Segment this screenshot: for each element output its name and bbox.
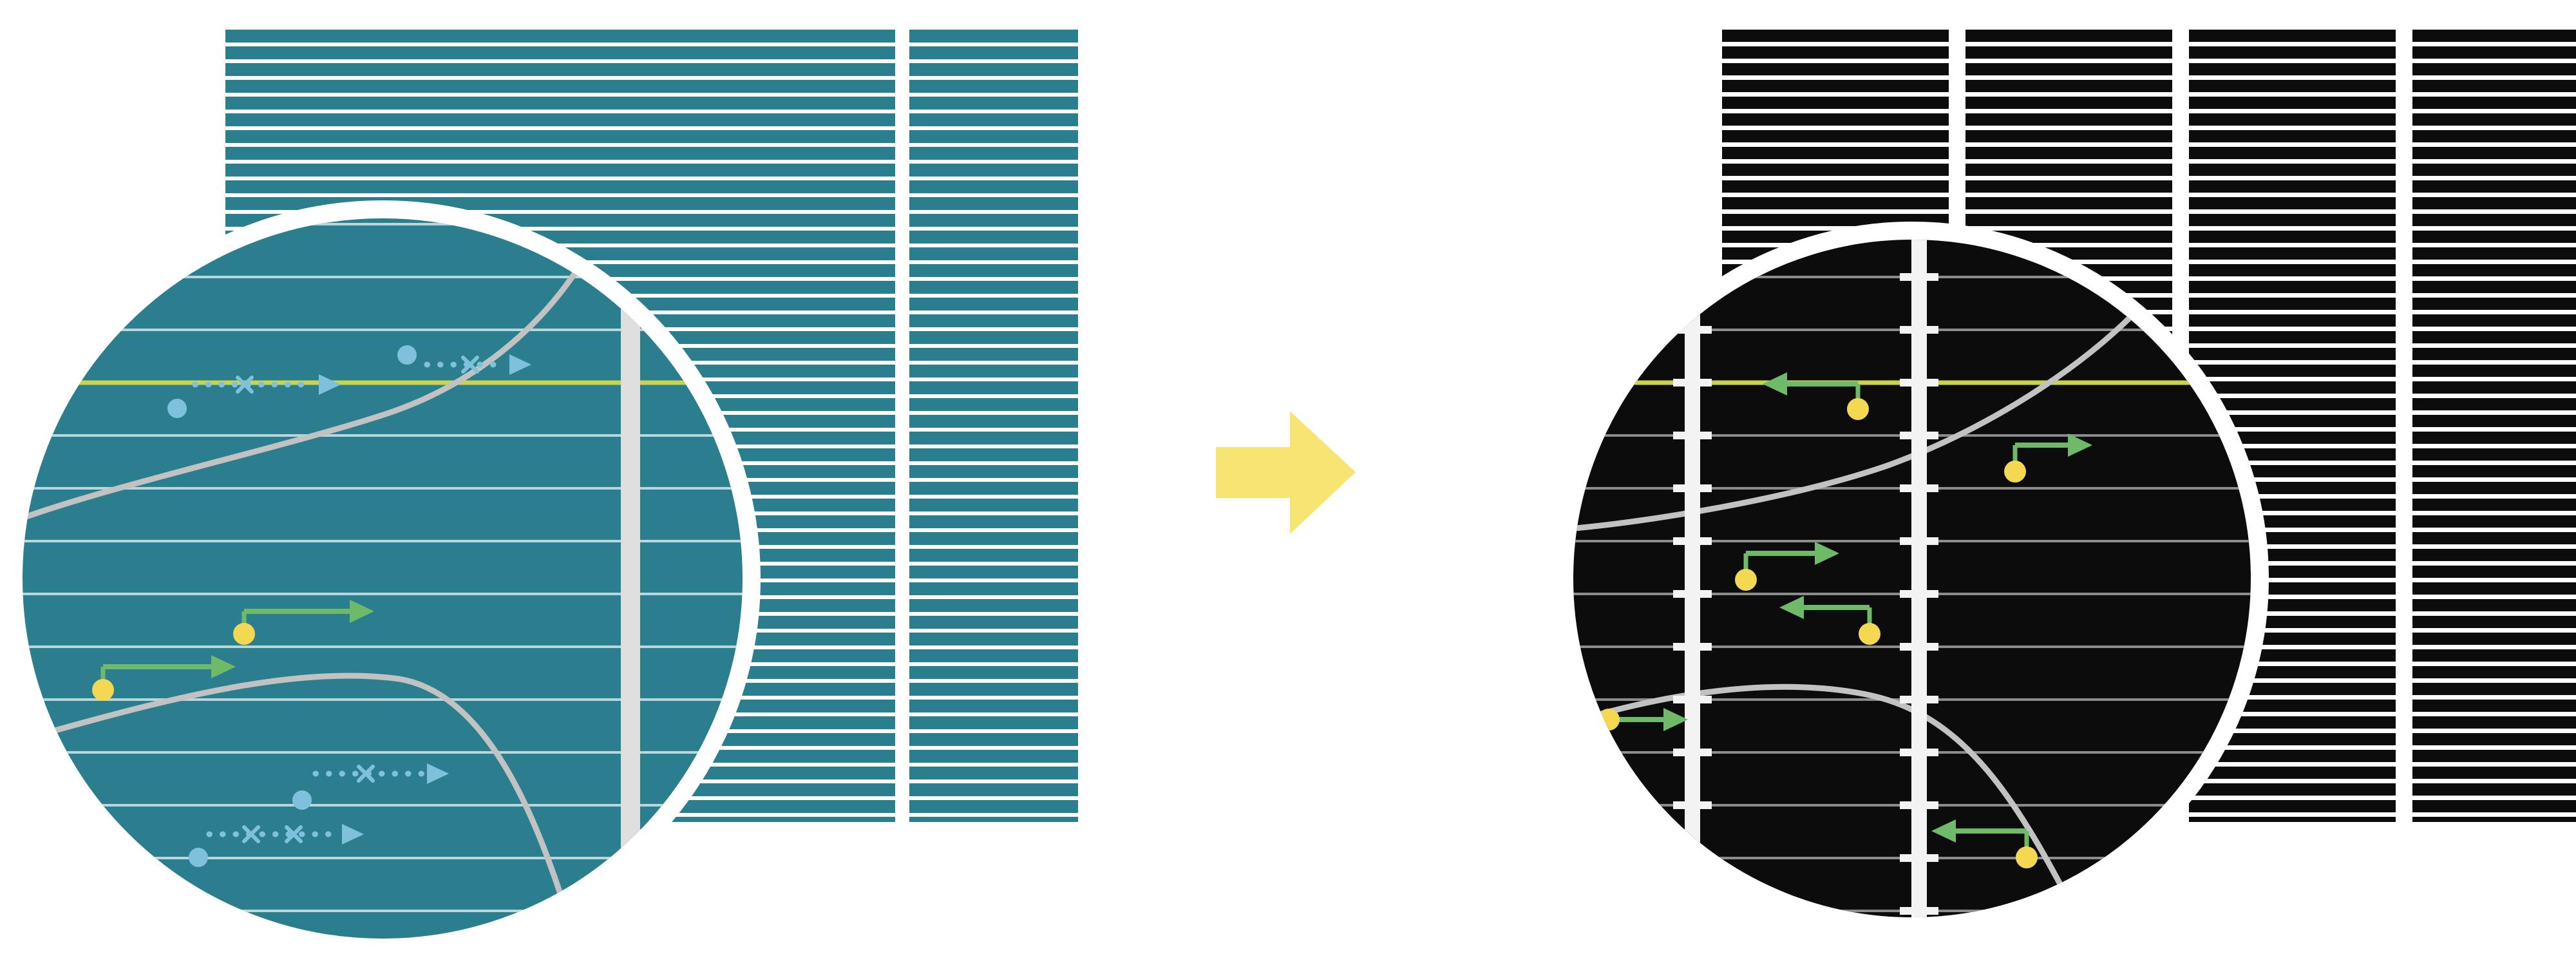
collected-carrier-marker — [1779, 596, 1880, 645]
grain-boundary-curve — [1573, 304, 2143, 531]
left-inset-drawing — [23, 218, 743, 939]
grain-boundary-curve — [23, 673, 578, 939]
collected-carrier-marker — [233, 600, 374, 645]
cell-segment — [2412, 30, 2576, 822]
left-magnifier-inset — [5, 200, 761, 957]
cell-segment — [909, 30, 1078, 822]
busbar — [1900, 240, 1938, 917]
collected-carrier-marker — [1598, 708, 1688, 731]
right-inset-drawing — [1573, 240, 2251, 917]
scattered-carrier-marker — [292, 763, 449, 810]
transform-arrow-shape — [1216, 411, 1356, 534]
right-magnifier-inset — [1555, 222, 2269, 935]
collected-carrier-marker — [92, 655, 236, 701]
transform-arrow-icon — [1216, 411, 1356, 534]
scattered-carrier-marker — [189, 824, 364, 867]
magnified-cell-gap — [621, 218, 640, 939]
collected-carrier-marker — [2004, 434, 2092, 482]
collected-carrier-marker — [1735, 542, 1839, 591]
scattered-carrier-marker — [397, 345, 531, 375]
scattered-carrier-marker — [167, 374, 341, 418]
grain-boundary-curve — [23, 222, 605, 521]
collected-carrier-marker — [1763, 372, 1869, 420]
busbar — [1673, 240, 1712, 917]
grain-boundary-curve — [1573, 683, 2081, 917]
collected-carrier-marker — [1931, 819, 2038, 868]
